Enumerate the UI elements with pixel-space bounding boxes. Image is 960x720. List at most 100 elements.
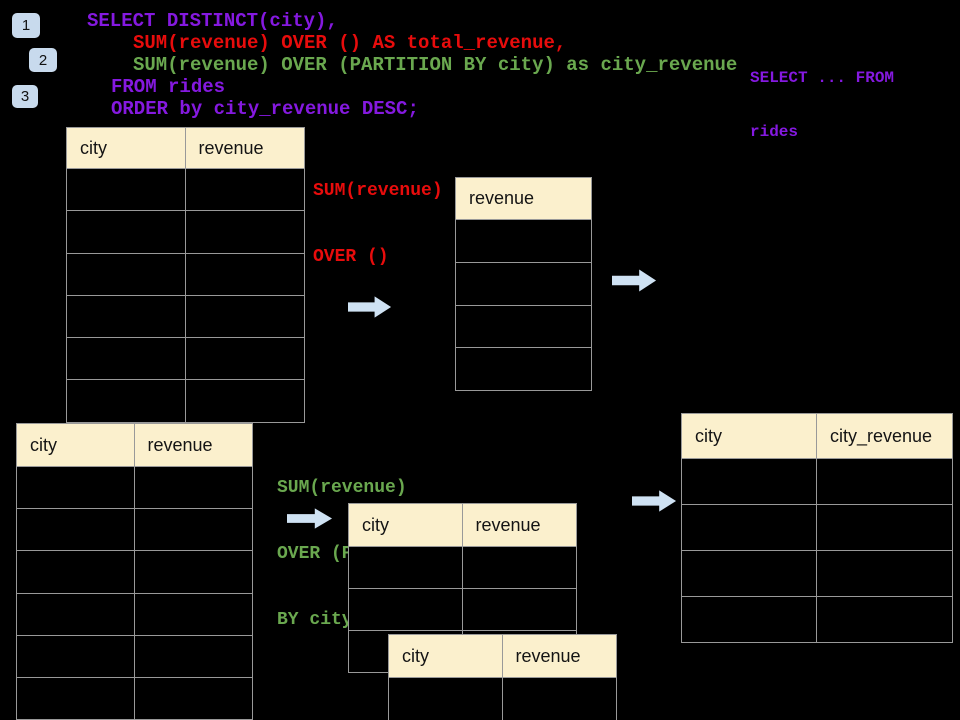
column-header: revenue [198,137,264,158]
total-revenue-note: SUM(revenue) OVER () [313,136,443,312]
table-header-row: revenue [456,178,591,219]
table-cell [135,551,253,592]
table-header-row: city revenue [389,635,616,677]
table-row [17,466,253,509]
table-cell [682,505,817,550]
step-badge-3-label: 3 [20,88,30,105]
column-header: city [349,504,463,546]
table-row [17,592,253,635]
table-cell [456,348,591,390]
table-cell [186,211,305,252]
table-row [17,508,253,551]
table-row [67,210,305,253]
table-cell [67,169,186,211]
final-result-table: city city_revenue [681,413,953,643]
table-header-row: city revenue [349,504,576,546]
table-cell [186,169,305,210]
table-cell [463,547,577,588]
table-cell [135,678,253,719]
table-cell [682,459,817,504]
table-body [682,458,952,642]
table-cell [349,589,463,630]
table-cell [456,306,591,348]
partition-overlay-table: city revenue [388,634,617,720]
flow-arrow-1-right-arrow-icon [348,295,392,319]
flow-arrow-2-right-arrow-icon [612,268,657,293]
side-note-line-2: rides [750,123,799,141]
column-header: city [389,635,503,677]
table-row [17,676,253,720]
step-badge-2: 2 [29,48,57,72]
table-cell [67,380,186,422]
table-row [17,550,253,593]
table-cell [17,509,135,551]
table-row [389,677,616,720]
total-revenue-result-table: revenue [455,177,592,392]
table-cell [456,263,591,305]
step-badge-2-label: 2 [38,51,48,69]
table-cell [456,220,591,262]
table-cell [817,505,952,550]
table-row [682,550,952,596]
flow-arrow-3-right-arrow-icon [287,507,333,530]
table-row [456,261,591,305]
table-header-row: city revenue [67,128,304,168]
column-header: revenue [469,188,535,208]
table-cell [463,589,577,630]
sql-line-select: SELECT DISTINCT(city), [87,10,338,32]
column-header: city [682,414,817,458]
table-body [389,677,616,720]
table-cell [186,296,305,337]
total-revenue-note-line-1: SUM(revenue) [313,181,443,201]
table-cell [135,467,253,508]
table-cell [17,635,135,677]
column-header: revenue [475,514,541,535]
side-note-line-1: SELECT ... FROM [750,69,895,87]
table-body [17,466,253,720]
table-body [67,168,304,422]
column-header: revenue [515,645,581,666]
table-cell [67,211,186,253]
table-cell [817,459,952,504]
total-revenue-note-line-2: OVER () [313,247,389,267]
table-row [682,596,952,642]
step-badge-1: 1 [12,13,40,38]
table-cell [135,594,253,635]
table-row [349,546,576,588]
table-row [67,379,305,422]
table-cell [682,597,817,642]
table-cell [186,380,305,421]
column-header: city [67,128,186,168]
table-row [67,294,305,338]
table-row [456,304,591,348]
table-cell [186,254,305,295]
table-cell [682,551,817,596]
table-cell [186,338,305,379]
table-cell [135,636,253,677]
source-table-top: city revenue [66,127,305,423]
table-cell [349,547,463,588]
column-header: city_revenue [830,425,933,446]
column-header: revenue [147,434,213,455]
table-cell [817,551,952,596]
table-row [17,634,253,677]
table-row [349,588,576,630]
table-row [682,504,952,550]
table-cell [67,253,186,295]
table-row [67,168,305,211]
side-note: SELECT ... FROM rides [750,33,894,177]
table-row [456,219,591,262]
table-cell [817,597,952,642]
table-cell [67,338,186,380]
sql-line-from: FROM rides [111,76,226,98]
flow-arrow-4-right-arrow-icon [632,489,677,513]
table-cell [135,509,253,550]
table-cell [389,678,503,720]
table-cell [17,593,135,635]
sql-line-total-revenue: SUM(revenue) OVER () AS total_revenue, [133,32,567,54]
sql-line-city-revenue: SUM(revenue) OVER (PARTITION BY city) as… [133,54,738,76]
step-badge-1-label: 1 [21,17,31,34]
partition-note-line-1: SUM(revenue) [277,478,407,498]
sql-line-order-by: ORDER by city_revenue DESC; [111,98,419,120]
